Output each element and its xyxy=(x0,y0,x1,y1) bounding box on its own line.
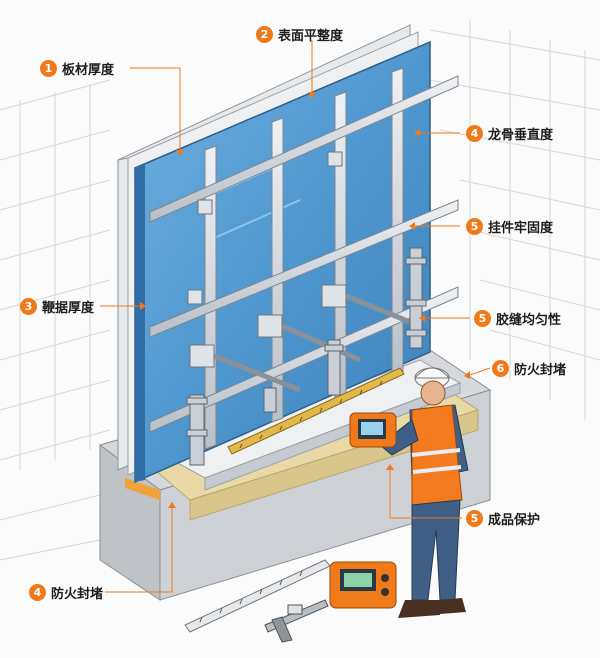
anchor-bolts xyxy=(186,247,427,466)
callout-label: 成品保护 xyxy=(488,513,541,528)
callout-number-badge: 1 xyxy=(40,60,57,77)
tablet-meter-icon xyxy=(349,412,397,448)
callout-number-badge: 2 xyxy=(256,26,273,43)
callout-number-badge: 6 xyxy=(492,360,509,377)
level-ruler-icon xyxy=(227,367,405,455)
leader-lines xyxy=(100,40,491,593)
callout-number-badge: 3 xyxy=(20,298,37,315)
callout-finished-protection: 5 成品保护 xyxy=(466,509,540,528)
callout-mullion-verticality: 4 龙骨垂直度 xyxy=(466,124,553,143)
digital-meter-icon xyxy=(329,561,397,609)
brackets xyxy=(187,151,411,393)
callout-label: 龙骨垂直度 xyxy=(488,128,554,143)
callout-bracket-firmness: 5 挂件牢固度 xyxy=(466,217,553,236)
caliper-icon xyxy=(264,599,329,643)
callout-label: 鞭据厚度 xyxy=(42,301,95,316)
callout-joint-uniformity: 5 胶缝均匀性 xyxy=(474,309,561,328)
callout-label: 胶缝均匀性 xyxy=(496,313,562,328)
callout-number-badge: 5 xyxy=(466,218,483,235)
worker-figure xyxy=(379,367,469,618)
callout-fire-seal-top: 6 防火封堵 xyxy=(492,359,566,378)
horizontal-transoms xyxy=(149,75,459,433)
callout-number-badge: 4 xyxy=(466,125,483,142)
callout-fire-seal-bottom: 4 防火封堵 xyxy=(29,583,103,602)
callout-shim-thickness: 3 鞭据厚度 xyxy=(20,297,94,316)
callout-number-badge: 5 xyxy=(474,310,491,327)
callout-label: 板材厚度 xyxy=(62,63,115,78)
callout-panel-thickness: 1 板材厚度 xyxy=(40,59,114,78)
callout-label: 防火封堵 xyxy=(51,587,104,602)
callout-number-badge: 5 xyxy=(466,510,483,527)
callout-label: 防火封堵 xyxy=(514,363,567,378)
callout-label: 表面平整度 xyxy=(278,29,344,44)
callout-label: 挂件牢固度 xyxy=(488,221,554,236)
callout-number-badge: 4 xyxy=(29,584,46,601)
callout-surface-flatness: 2 表面平整度 xyxy=(256,25,343,44)
